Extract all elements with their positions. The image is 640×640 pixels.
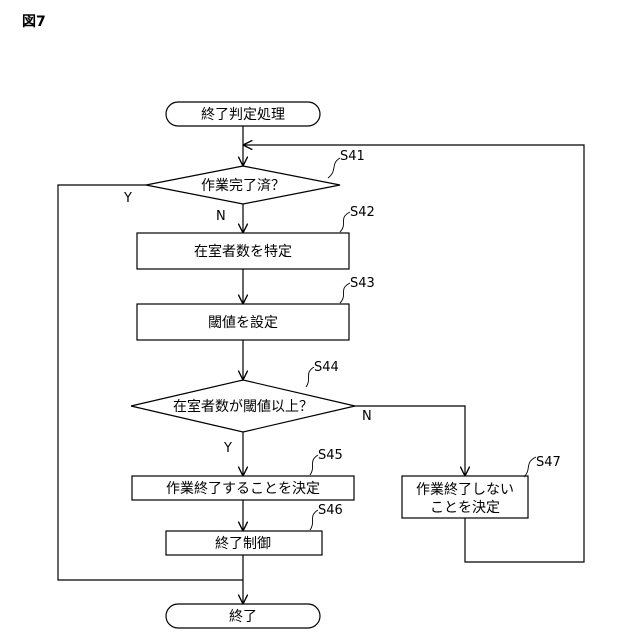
branch-s44-no: N (362, 409, 372, 424)
process-s43-label: 閾値を設定 (208, 315, 278, 331)
process-s45-label: 作業終了することを決定 (166, 481, 320, 497)
process-s42-label: 在室者数を特定 (194, 243, 292, 260)
process-s47-label-line1: 作業終了しない (416, 482, 514, 498)
step-s42-leader (340, 212, 350, 232)
step-s42-label: S42 (350, 205, 375, 220)
branch-s41-yes: Y (123, 191, 132, 206)
step-s45-leader (310, 455, 318, 475)
decision-s44-label: 在室者数が閾値以上？ (173, 398, 313, 415)
figure-label: 図7 (22, 14, 46, 30)
decision-s41-label: 作業完了済？ (201, 178, 285, 194)
step-s44-label: S44 (314, 360, 339, 375)
step-s41-label: S41 (340, 149, 365, 164)
start-terminal-label: 終了判定処理 (201, 107, 285, 123)
step-s46-leader (310, 510, 318, 530)
branch-s41-no: N (216, 209, 226, 224)
step-s47-leader (524, 457, 536, 477)
branch-s44-yes: Y (223, 441, 232, 456)
end-terminal-label: 終了 (229, 609, 257, 625)
step-s43-label: S43 (350, 276, 375, 291)
step-s45-label: S45 (318, 448, 343, 463)
step-s44-leader (306, 367, 314, 387)
step-s46-label: S46 (318, 503, 343, 518)
step-s47-label: S47 (536, 455, 561, 470)
process-s47-label-line2: ことを決定 (430, 500, 500, 516)
process-s46-label: 終了制御 (215, 536, 271, 552)
step-s43-leader (340, 283, 350, 303)
step-s41-leader (328, 158, 340, 178)
